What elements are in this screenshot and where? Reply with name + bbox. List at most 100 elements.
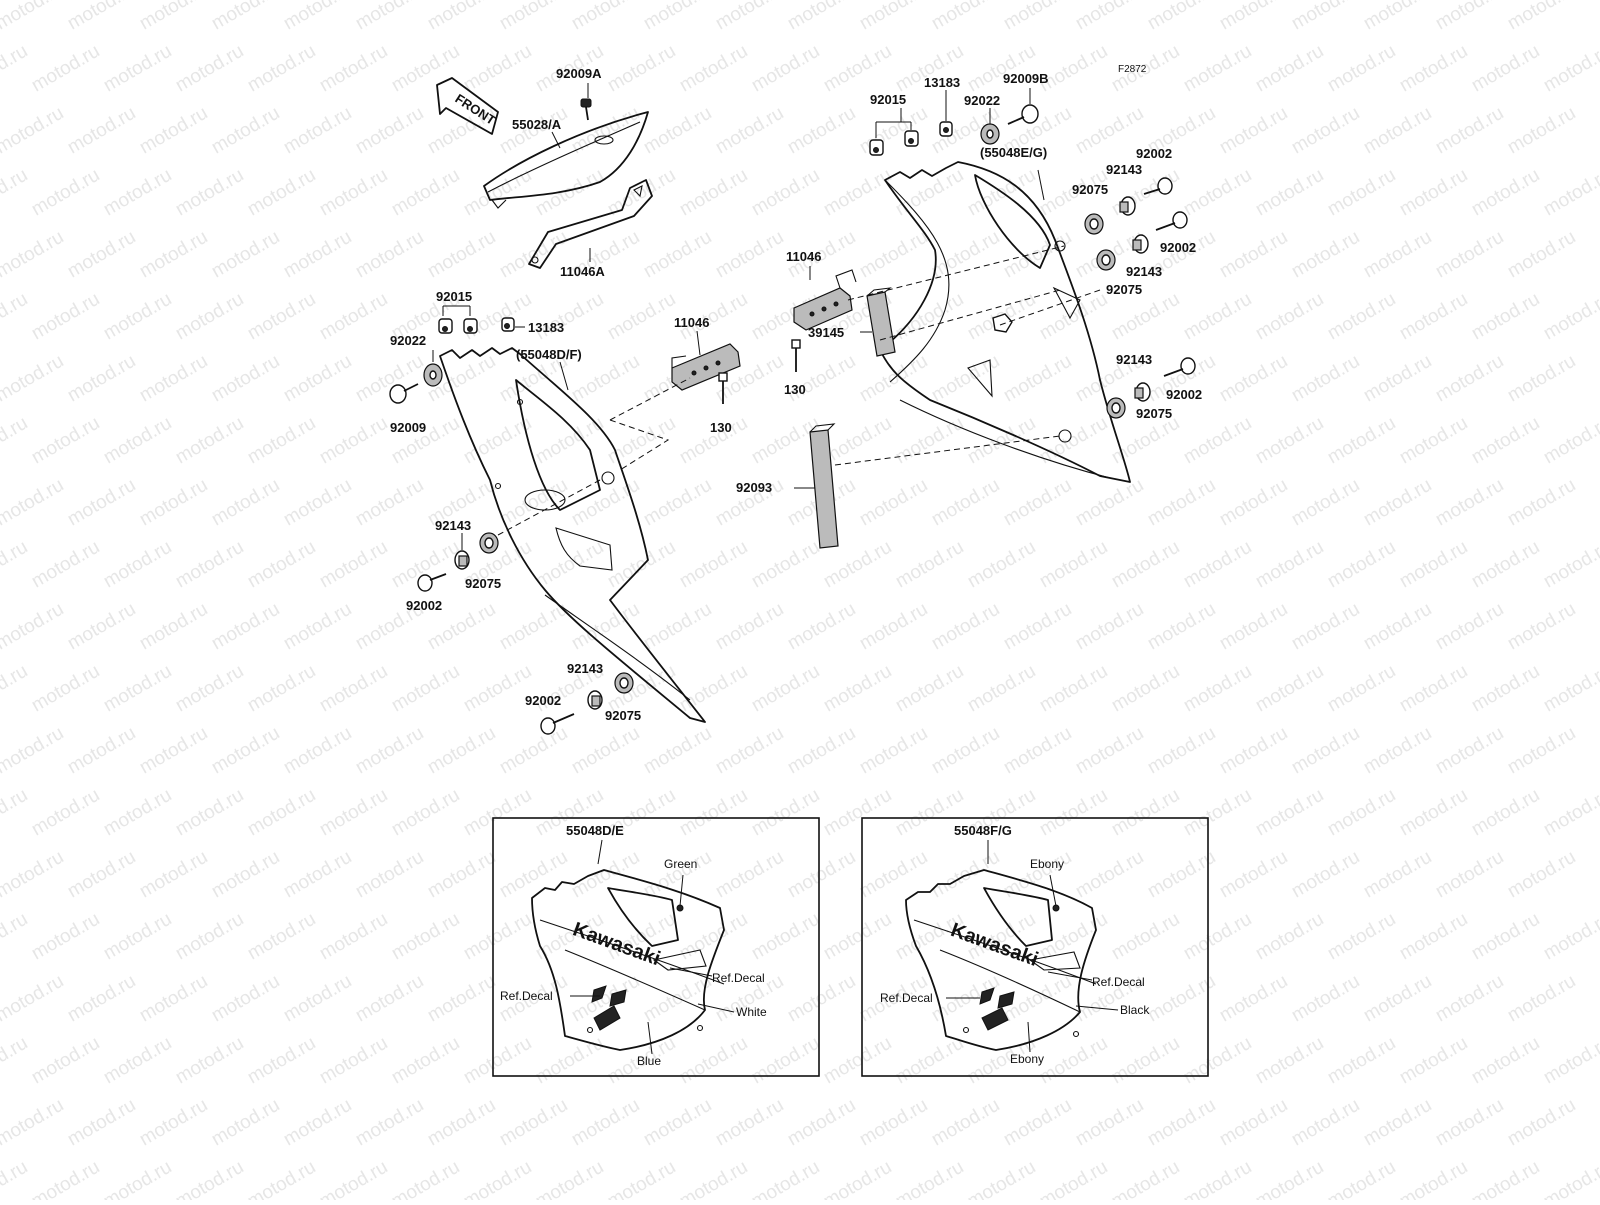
watermark-text: motod.ru [640,599,715,655]
watermark-text: motod.ru [712,723,787,779]
watermark-text: motod.ru [640,475,715,531]
watermark-text: motod.ru [1540,661,1600,717]
watermark-text: motod.ru [1468,909,1543,965]
watermark-text: motod.ru [928,847,1003,903]
watermark-text: motod.ru [1504,351,1579,407]
watermark-text: motod.ru [712,227,787,283]
watermark-text: motod.ru [100,41,175,97]
label-92022-right: 92022 [964,93,1000,108]
watermark-text: motod.ru [1108,537,1183,593]
watermark-text: motod.ru [748,1033,823,1089]
watermark-text: motod.ru [1288,351,1363,407]
watermark-text: motod.ru [64,599,139,655]
watermark-text: motod.ru [1504,0,1579,34]
watermark-text: motod.ru [64,0,139,34]
watermark-text: motod.ru [784,599,859,655]
watermark-text: motod.ru [784,723,859,779]
watermark-text: motod.ru [172,1033,247,1089]
watermark-text: motod.ru [1468,537,1543,593]
watermark-text: motod.ru [1504,103,1579,159]
watermark-text: motod.ru [1540,41,1600,97]
watermark-text: motod.ru [1360,1095,1435,1151]
watermark-text: motod.ru [424,1095,499,1151]
watermark-text: motod.ru [1504,971,1579,1027]
inset-right-black: Black [1120,1003,1150,1017]
label-92075-r3: 92075 [1136,406,1172,421]
nut-13183-left [501,317,515,332]
watermark-text: motod.ru [1216,475,1291,531]
watermark-text: motod.ru [964,661,1039,717]
watermark-text: motod.ru [316,1033,391,1089]
watermark-text: motod.ru [676,1033,751,1089]
watermark-text: motod.ru [1324,661,1399,717]
grommet-92075-r3 [1106,397,1126,419]
bracket-11046-left [671,343,741,391]
watermark-text: motod.ru [1540,1157,1600,1200]
watermark-text: motod.ru [1540,165,1600,221]
watermark-text: motod.ru [64,103,139,159]
watermark-text: motod.ru [388,41,463,97]
watermark-text: motod.ru [1144,1095,1219,1151]
watermark-text: motod.ru [1036,537,1111,593]
watermark-text: motod.ru [100,289,175,345]
watermark-text: motod.ru [0,41,31,97]
collar-92143-left1 [454,550,470,570]
watermark-text: motod.ru [1000,351,1075,407]
watermark-text: motod.ru [1252,785,1327,841]
watermark-text: motod.ru [1324,1157,1399,1200]
screw-130-right [791,339,801,372]
watermark-text: motod.ru [1000,1095,1075,1151]
watermark-text: motod.ru [640,723,715,779]
collar-92143-r2 [1132,234,1149,254]
watermark-text: motod.ru [892,537,967,593]
watermark-text: motod.ru [208,103,283,159]
watermark-text: motod.ru [64,227,139,283]
watermark-text: motod.ru [208,1095,283,1151]
watermark-text: motod.ru [388,909,463,965]
watermark-text: motod.ru [136,599,211,655]
watermark-text: motod.ru [1144,475,1219,531]
watermark-text: motod.ru [64,847,139,903]
watermark-text: motod.ru [1432,599,1507,655]
inset-left-blue: Blue [637,1054,661,1068]
collar-92143-r1 [1119,196,1136,216]
watermark-text: motod.ru [1252,413,1327,469]
watermark-text: motod.ru [820,165,895,221]
watermark-text: motod.ru [100,785,175,841]
watermark-text: motod.ru [1288,475,1363,531]
watermark-text: motod.ru [748,537,823,593]
inset-left-ref-decal-left: Ref.Decal [500,989,553,1003]
inset-left-white: White [736,1005,767,1019]
watermark-text: motod.ru [1468,289,1543,345]
watermark-text: motod.ru [856,723,931,779]
watermark-text: motod.ru [1432,227,1507,283]
screw-92009b [1007,104,1039,125]
watermark-text: motod.ru [928,599,1003,655]
watermark-text: motod.ru [748,1157,823,1200]
watermark-text: motod.ru [496,847,571,903]
watermark-text: motod.ru [244,785,319,841]
watermark-text: motod.ru [1252,165,1327,221]
watermark-text: motod.ru [208,971,283,1027]
watermark-text: motod.ru [1396,537,1471,593]
watermark-text: motod.ru [172,537,247,593]
watermark-text: motod.ru [172,41,247,97]
watermark-text: motod.ru [1000,0,1075,34]
inset-left-ref-decal-right: Ref.Decal [712,971,765,985]
watermark-text: motod.ru [1360,227,1435,283]
label-130-right: 130 [784,382,806,397]
watermark-text: motod.ru [1216,723,1291,779]
watermark-text: motod.ru [100,165,175,221]
watermark-text: motod.ru [136,475,211,531]
watermark-text: motod.ru [1288,1095,1363,1151]
watermark-text: motod.ru [676,1157,751,1200]
watermark-text: motod.ru [748,785,823,841]
watermark-text: motod.ru [1288,227,1363,283]
watermark-text: motod.ru [352,103,427,159]
watermark-text: motod.ru [64,723,139,779]
watermark-text: motod.ru [820,909,895,965]
watermark-text: motod.ru [1396,289,1471,345]
watermark-text: motod.ru [1216,227,1291,283]
label-11046a: 11046A [560,264,605,279]
